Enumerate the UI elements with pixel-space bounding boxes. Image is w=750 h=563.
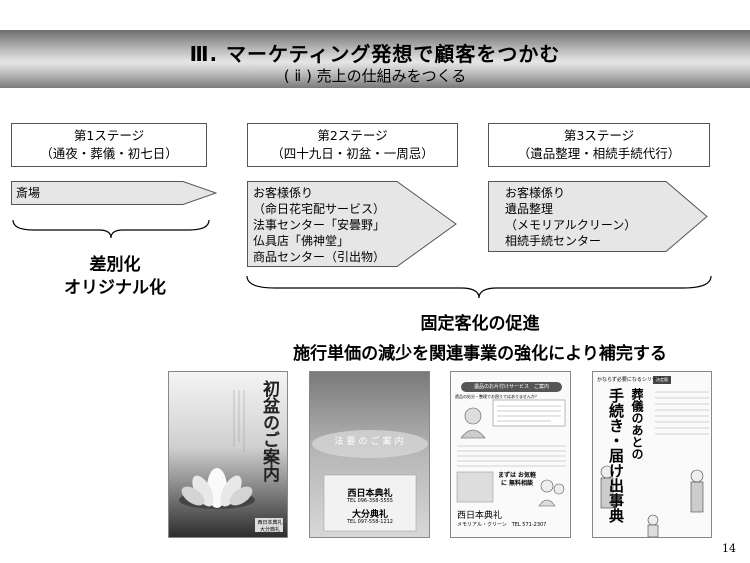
stage-3-arrow-lines: お客様係り 遺品整理 （メモリアルクリーン） 相続手続センター <box>505 185 636 249</box>
ihin-art <box>451 372 570 537</box>
brochure-houyou: 法要のご案内 西日本典礼 TEL 096-358-5555 大分典礼 TEL 0… <box>309 371 430 538</box>
stage-1-arrow-text: 斎場 <box>16 186 41 200</box>
brochure-hatsubon: 初盆のご案内 西日本典礼 大分典礼 <box>168 371 288 538</box>
arrow-line: お客様係り <box>505 186 566 200</box>
houyou-art <box>310 372 429 537</box>
stage-3-arrow: お客様係り 遺品整理 （メモリアルクリーン） 相続手続センター <box>488 181 708 252</box>
arrow-line: 仏具店「佛神堂」 <box>253 234 350 248</box>
tetsuzuki-title-a: 葬儀のあとの <box>630 388 644 460</box>
person-icon <box>460 407 486 439</box>
ihin-question: 遺品の処分・整理でお困りではありませんか？ <box>455 394 539 399</box>
ihin-sub: メモリアル・クリーン TEL 571-2307 <box>457 522 547 528</box>
arrow-line: （メモリアルクリーン） <box>505 218 637 232</box>
family-illustration-icon <box>600 465 704 537</box>
hatsubon-company: 西日本典礼 <box>257 520 283 526</box>
stage-2-arrow: お客様係り （命日花宅配サービス） 法事センター「安曇野」 仏具店「佛神堂」 商… <box>247 181 457 267</box>
stage-3-box: 第3ステージ （遺品整理・相続手続代行） <box>488 123 710 167</box>
brace-shape <box>12 219 210 239</box>
houyou-company2: 大分典礼 <box>351 510 388 520</box>
tetsuzuki-title-b: 手続き・届け出事典 <box>607 388 625 523</box>
arrow-line: 法事センター「安曇野」 <box>253 218 386 232</box>
title-band <box>0 30 750 88</box>
differentiation-line-2: オリジナル化 <box>64 278 166 298</box>
houyou-phone-1: TEL 096-358-5555 <box>346 498 393 504</box>
arrow-line: 商品センター（引出物） <box>253 250 386 264</box>
arrow-line: （命日花宅配サービス） <box>253 202 386 216</box>
tetsuzuki-series: かならず必要になるシリーズ <box>597 377 662 383</box>
hatsubon-company2: 大分典礼 <box>259 527 280 533</box>
ihin-header: 遺品のお片付けサービス ご案内 <box>473 384 549 390</box>
differentiation-line-1: 差別化 <box>89 255 141 275</box>
tetsuzuki-badge: 決定版 <box>656 377 668 382</box>
ihin-company: 西日本典礼 <box>457 511 503 521</box>
brochure-tetsuzuki: かならず必要になるシリーズ 決定版 葬儀のあとの 手続き・届け出事典 <box>592 371 712 538</box>
stage-1-brace <box>11 218 211 240</box>
hatsubon-title: 初盆のご案内 <box>259 380 279 482</box>
stage-2-box: 第2ステージ （四十九日・初盆・一周忌） <box>247 123 458 167</box>
hatsubon-art <box>169 372 287 537</box>
page-number: 14 <box>722 542 736 555</box>
stage-2-arrow-shape <box>247 181 457 267</box>
arrow-line: お客様係り <box>253 186 314 200</box>
differentiation-text: 差別化 オリジナル化 <box>30 254 200 300</box>
retention-text: 固定客化の促進 <box>420 314 540 334</box>
page-subtitle: ( ⅱ ) 売上の仕組みをつくる <box>283 67 467 85</box>
houyou-company: 西日本典礼 <box>347 489 393 499</box>
brace-shape <box>246 275 712 299</box>
stage-1-arrow: 斎場 <box>11 181 217 205</box>
stage-1-label: 第1ステージ <box>73 128 145 143</box>
stage-1-box: 第1ステージ （通夜・葬儀・初七日） <box>11 123 207 167</box>
stage-2-arrow-lines: お客様係り （命日花宅配サービス） 法事センター「安曇野」 仏具店「佛神堂」 商… <box>253 185 385 265</box>
stage-2-detail: （四十九日・初盆・一周忌） <box>271 146 434 161</box>
ihin-cta: まずは お気軽に 無料相談 <box>497 472 537 487</box>
stage-3-label: 第3ステージ <box>563 128 635 143</box>
stage-3-arrow-shape <box>488 181 708 252</box>
tetsuzuki-art <box>593 372 711 537</box>
stage-2-label: 第2ステージ <box>317 128 388 143</box>
family-icon <box>538 479 565 507</box>
stage-3-detail: （遺品整理・相続手続代行） <box>517 146 681 161</box>
houyou-title: 法要のご案内 <box>334 437 407 447</box>
page-title: Ⅲ. マーケティング発想で顧客をつかむ <box>189 42 561 66</box>
stages-2-3-brace <box>245 274 713 300</box>
brochure-ihin: 遺品のお片付けサービス ご案内 遺品の処分・整理でお困りではありませんか？ まず… <box>450 371 571 538</box>
stage-1-detail: （通夜・葬儀・初七日） <box>40 146 178 161</box>
arrow-line: 遺品整理 <box>505 202 554 216</box>
compensation-text: 施行単価の減少を関連事業の強化により補完する <box>293 344 667 364</box>
stage-1-arrow-shape <box>11 181 217 205</box>
lotus-icon <box>179 468 255 509</box>
arrow-line: 相続手続センター <box>505 234 602 248</box>
houyou-phone-2: TEL 097-558-1212 <box>346 519 393 525</box>
